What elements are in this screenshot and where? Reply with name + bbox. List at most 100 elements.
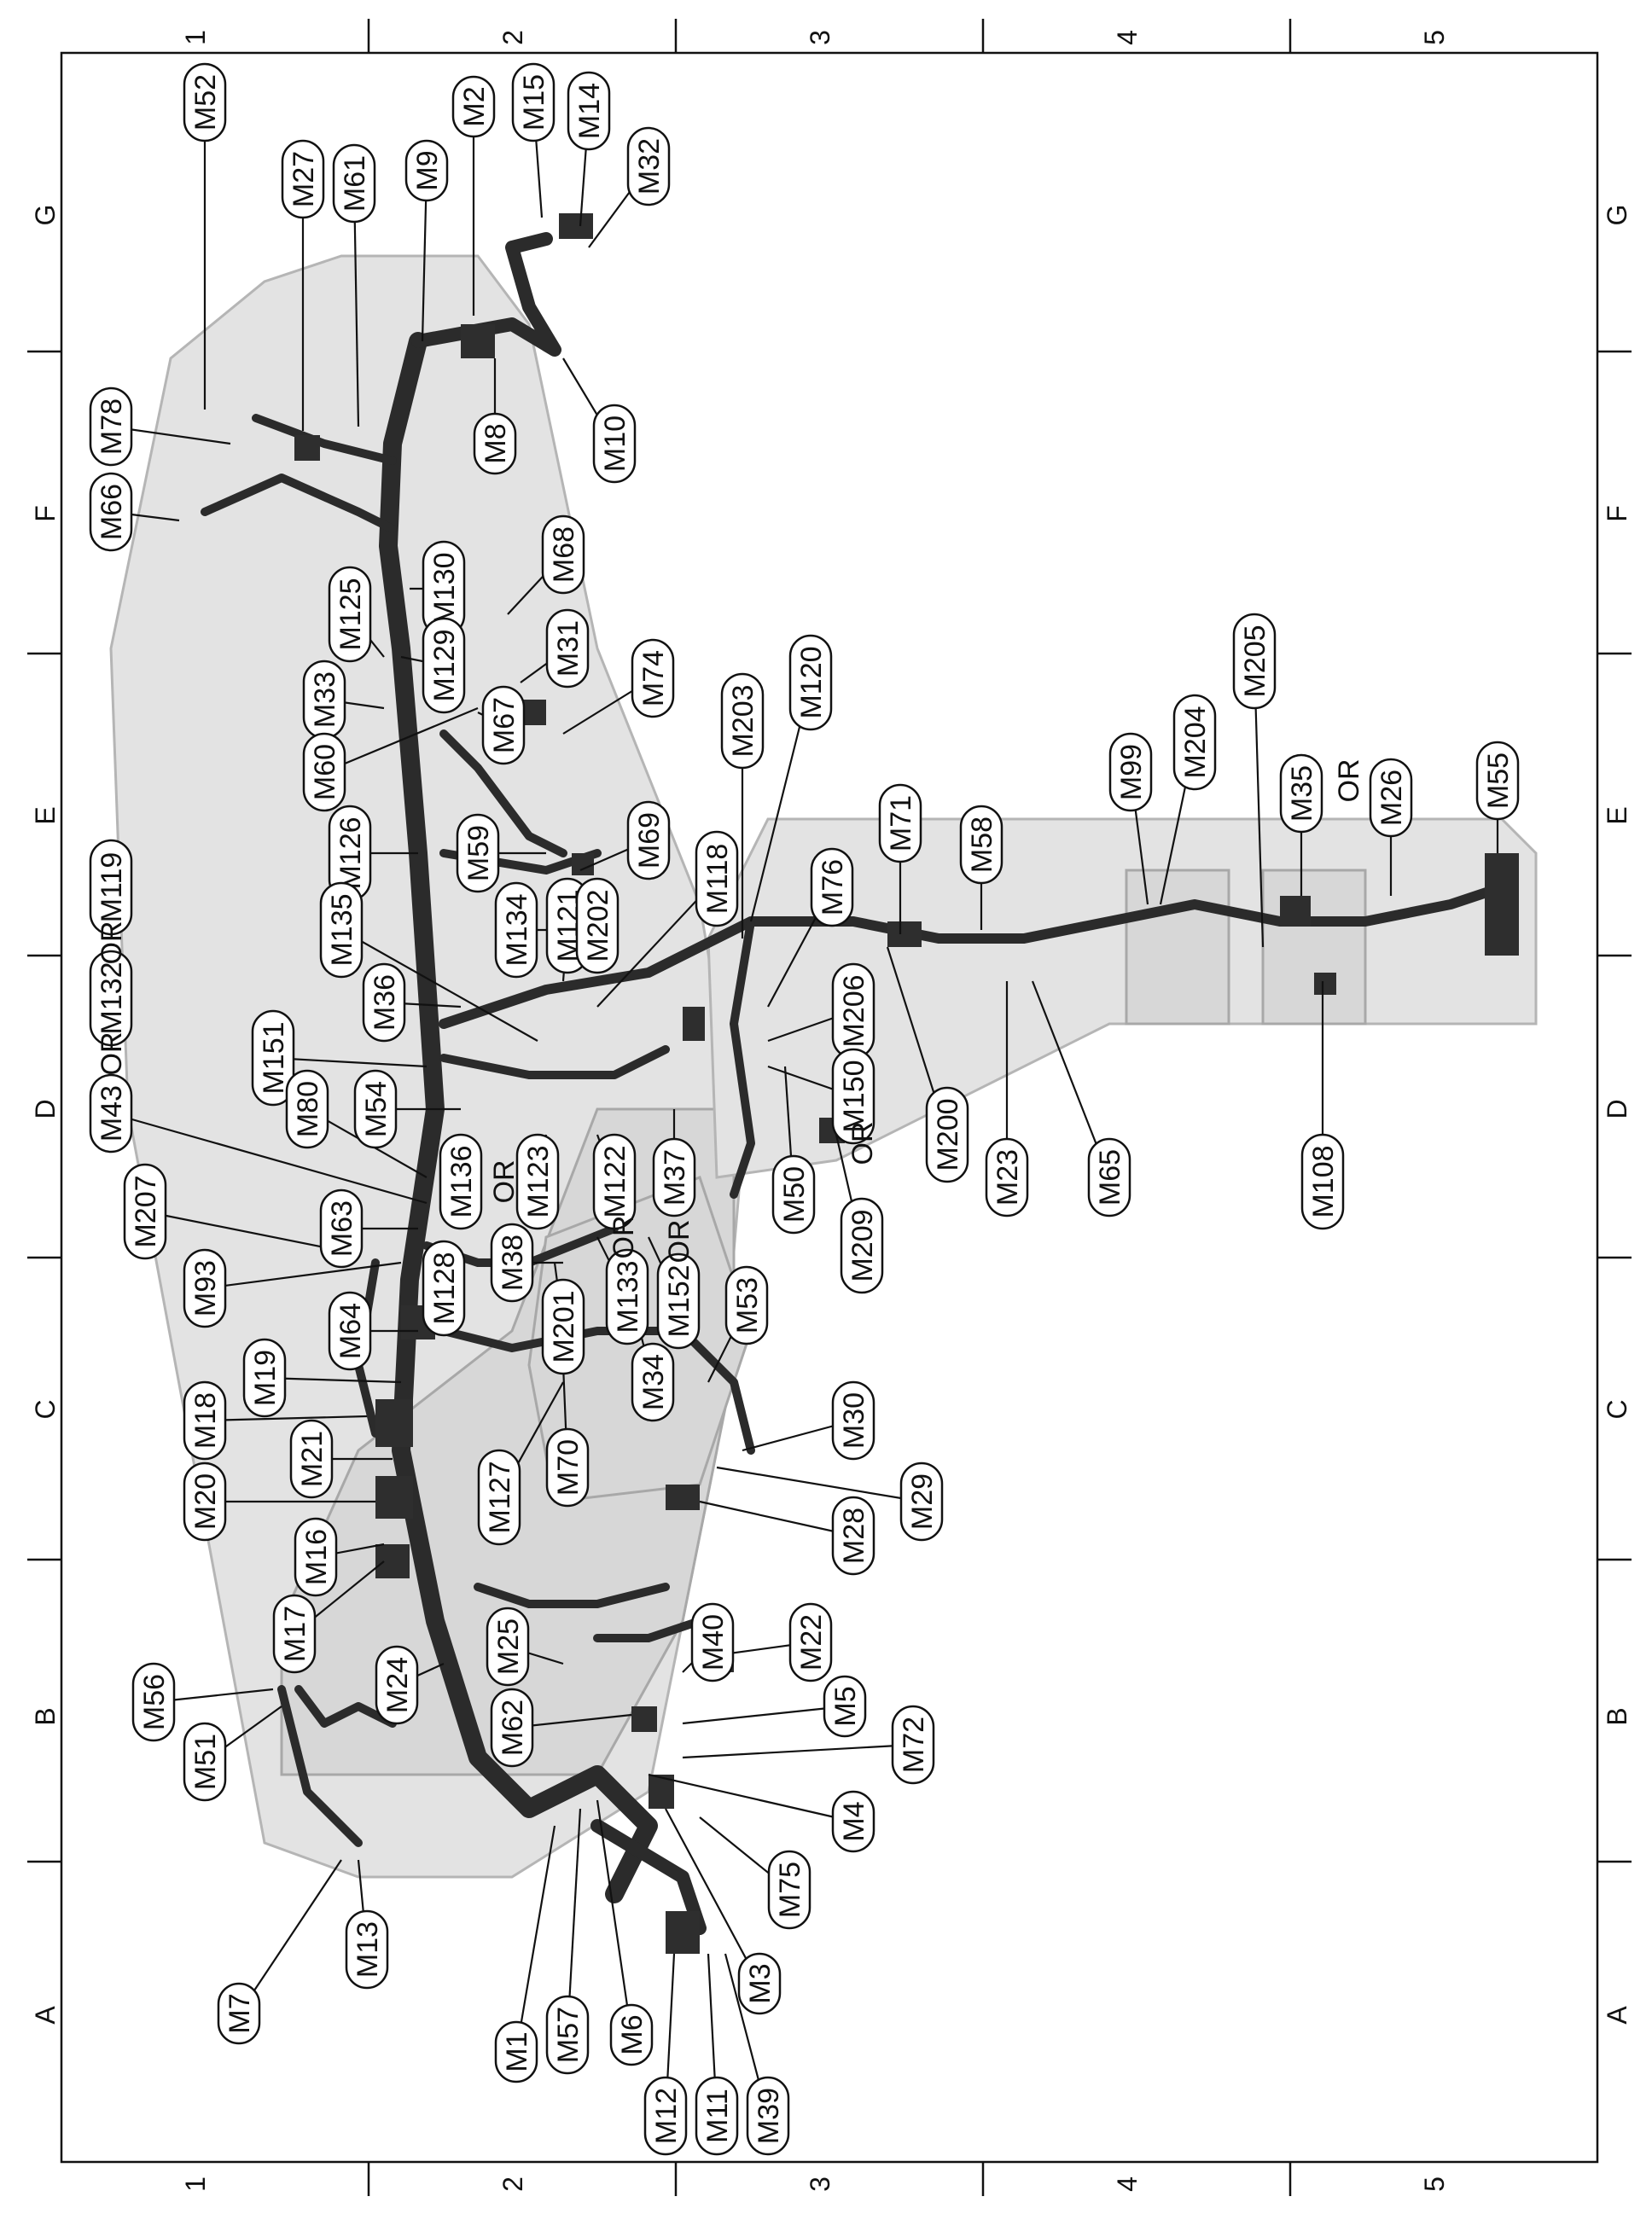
grid-right-G: G <box>1602 205 1632 226</box>
callout-m127: M127 <box>477 1449 521 1546</box>
callout-text: M129 <box>428 629 461 701</box>
callout-text: M69 <box>633 812 666 869</box>
callout-text: M206 <box>838 974 870 1047</box>
or-word: OR <box>846 1122 879 1165</box>
callout-text: M136 <box>445 1145 478 1217</box>
callout-bubble <box>456 813 500 893</box>
callout-bubble <box>486 1607 530 1687</box>
callout-m3: M3 <box>737 1952 782 2015</box>
callout-bubble <box>695 2076 739 2156</box>
callout-m6: M6 <box>609 2003 654 2066</box>
callout-m59: M59 <box>456 813 500 893</box>
leader-line <box>352 183 360 427</box>
callout-bubble <box>89 950 133 1047</box>
callout-text: M128 <box>428 1252 461 1324</box>
callout-text: M152 <box>663 1264 695 1337</box>
callout-bubble <box>720 672 765 770</box>
callout-text: M127 <box>484 1461 516 1533</box>
grid-left-G: G <box>30 205 61 226</box>
callout-text: M53 <box>731 1277 764 1334</box>
callout-text: M36 <box>369 974 401 1031</box>
callout-text: M19 <box>249 1350 282 1406</box>
callout-m128: M128 <box>422 1240 466 1337</box>
callout-bubble <box>319 881 364 979</box>
callout-text: M203 <box>727 684 759 757</box>
or-word: OR <box>488 1160 521 1204</box>
leader-line <box>682 1705 846 1725</box>
callout-m57: M57 <box>545 1995 590 2075</box>
callout-m122: M122 <box>592 1133 637 1230</box>
callout-text: M205 <box>1239 625 1271 697</box>
callout-m10: M10 <box>592 404 637 484</box>
callout-m22: M22 <box>788 1602 833 1682</box>
callout-text: M40 <box>697 1614 730 1671</box>
callout-bubble <box>345 1909 389 1990</box>
callout-text: M55 <box>1482 753 1515 809</box>
callout-bubble <box>925 1086 969 1183</box>
leader-line <box>716 1466 922 1503</box>
callout-m7: M7 <box>217 1982 261 2045</box>
callout-m152: M152 <box>656 1252 701 1350</box>
callout-m133: M133 <box>605 1248 649 1345</box>
callout-m129: M129 <box>422 617 466 714</box>
callout-bubble <box>515 1133 560 1230</box>
callout-bubble <box>831 1496 875 1576</box>
callout-text: M30 <box>838 1392 870 1449</box>
callout-text: M122 <box>599 1145 631 1217</box>
callout-m69: M69 <box>626 800 671 880</box>
callout-bubble <box>1475 741 1520 821</box>
callout-text: M1 <box>501 2031 533 2072</box>
callout-bubble <box>183 1248 227 1328</box>
callout-m5: M5 <box>823 1675 867 1738</box>
callout-bubble <box>1300 1133 1345 1230</box>
callout-text: M65 <box>1094 1149 1126 1206</box>
callout-text: M207 <box>130 1175 162 1247</box>
callout-m136: M136 <box>439 1133 483 1230</box>
callout-bubble <box>490 1688 534 1768</box>
callout-text: M27 <box>288 151 320 207</box>
grid-right-F: F <box>1602 505 1632 522</box>
grid-bottom-1: 1 <box>180 2176 211 2192</box>
leader-line <box>665 1808 760 1984</box>
callout-bubble <box>878 783 922 863</box>
callout-bubble <box>89 839 133 936</box>
callout-text: M3 <box>744 1963 777 2003</box>
leader-line <box>272 1056 428 1068</box>
callout-text: M52 <box>189 74 222 131</box>
callout-text: M14 <box>573 83 606 139</box>
callout-bubble <box>891 1705 935 1785</box>
callout-bubble <box>1369 758 1413 838</box>
callout-m93: M93 <box>183 1248 227 1328</box>
callout-bubble <box>473 412 517 475</box>
grid-top-5: 5 <box>1419 30 1450 45</box>
callout-m15: M15 <box>511 62 556 142</box>
callout-text: M70 <box>552 1439 585 1496</box>
callout-text: M34 <box>637 1354 670 1410</box>
callout-bubble <box>422 1240 466 1337</box>
callout-m206: M206 <box>831 962 875 1060</box>
callout-bubble <box>511 62 556 142</box>
callout-m66: M66 <box>89 472 133 552</box>
callout-m53: M53 <box>724 1265 769 1345</box>
callout-text: M120 <box>795 646 828 718</box>
callout-bubble <box>605 1248 649 1345</box>
callout-text: M17 <box>279 1606 311 1662</box>
callout-m51: M51 <box>183 1722 227 1802</box>
callout-text: M13 <box>352 1921 384 1978</box>
grid-left-C: C <box>30 1399 61 1419</box>
callout-m202: M202 <box>575 877 620 974</box>
callout-m205: M205 <box>1232 613 1277 710</box>
callout-bubble <box>183 1380 227 1461</box>
callout-bubble <box>831 1380 875 1461</box>
callout-bubble <box>1108 732 1153 812</box>
or-word: OR <box>96 921 128 965</box>
callout-bubble <box>592 404 637 484</box>
grid-top-3: 3 <box>805 30 835 45</box>
callout-m72: M72 <box>891 1705 935 1785</box>
callout-m13: M13 <box>345 1909 389 1990</box>
callout-m8: M8 <box>473 412 517 475</box>
callout-m207: M207 <box>123 1163 167 1260</box>
callout-m75: M75 <box>767 1850 811 1930</box>
callout-m80: M80 <box>285 1069 329 1149</box>
